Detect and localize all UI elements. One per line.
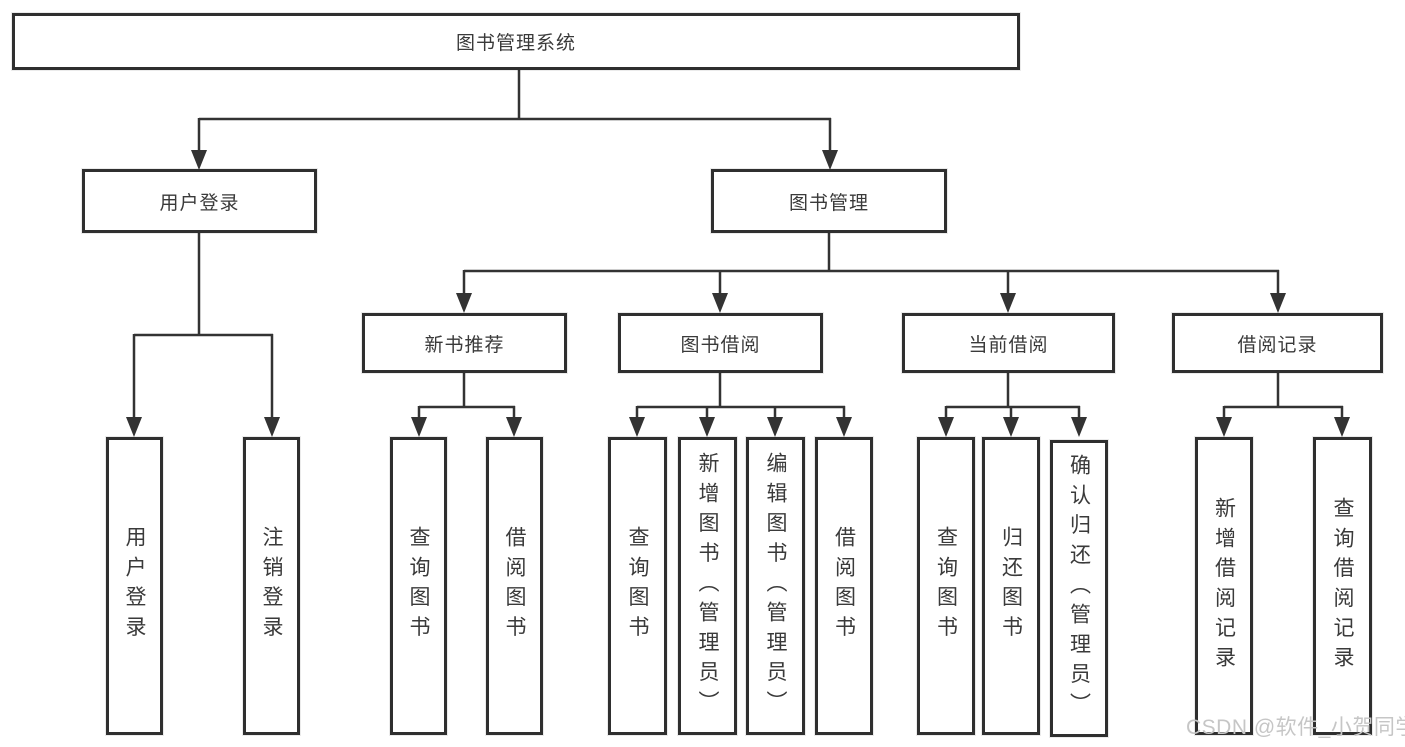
- leaf-query-books-recommend: 查询图书: [390, 437, 447, 735]
- leaf-query-books-borrowing: 查询图书: [608, 437, 667, 735]
- leaf-user-login-label: 用户登录: [123, 526, 146, 646]
- node-root-library-system: 图书管理系统: [12, 13, 1020, 70]
- leaf-query-borrow-record-label: 查询借阅记录: [1331, 496, 1354, 676]
- node-book-borrowing: 图书借阅: [618, 313, 823, 373]
- leaf-add-books-admin-label: 新增图书（管理员）: [696, 451, 719, 721]
- leaf-logout-login-label: 注销登录: [260, 526, 283, 646]
- leaf-borrow-books-recommend: 借阅图书: [486, 437, 543, 735]
- leaf-query-books-current: 查询图书: [917, 437, 975, 735]
- leaf-logout-login: 注销登录: [243, 437, 300, 735]
- leaf-add-borrow-record: 新增借阅记录: [1195, 437, 1253, 735]
- leaf-add-borrow-record-label: 新增借阅记录: [1212, 496, 1236, 676]
- node-borrowing-records-label: 借阅记录: [1237, 334, 1318, 356]
- node-new-book-recommend-label: 新书推荐: [424, 334, 505, 356]
- leaf-query-borrow-record: 查询借阅记录: [1313, 437, 1372, 735]
- leaf-borrow-books-recommend-label: 借阅图书: [503, 526, 526, 646]
- node-current-borrowing: 当前借阅: [902, 313, 1115, 373]
- node-new-book-recommend: 新书推荐: [362, 313, 567, 373]
- node-user-login-label: 用户登录: [159, 192, 240, 214]
- leaf-return-books-label: 归还图书: [999, 526, 1023, 646]
- leaf-user-login: 用户登录: [106, 437, 163, 735]
- leaf-edit-books-admin-label: 编辑图书（管理员）: [764, 451, 787, 721]
- leaf-confirm-return-admin-label: 确认归还（管理员）: [1067, 454, 1091, 723]
- leaf-query-books-recommend-label: 查询图书: [407, 526, 430, 646]
- node-borrowing-records: 借阅记录: [1172, 313, 1383, 373]
- leaf-query-books-current-label: 查询图书: [934, 526, 958, 646]
- leaf-borrow-books: 借阅图书: [815, 437, 873, 735]
- node-root-label: 图书管理系统: [455, 33, 576, 54]
- node-book-management: 图书管理: [711, 169, 947, 233]
- leaf-query-books-borrowing-label: 查询图书: [626, 526, 649, 646]
- csdn-watermark: CSDN @软件_小贺同学: [1186, 716, 1405, 739]
- leaf-confirm-return-admin: 确认归还（管理员）: [1050, 440, 1108, 737]
- leaf-borrow-books-label: 借阅图书: [832, 526, 856, 646]
- leaf-edit-books-admin: 编辑图书（管理员）: [746, 437, 805, 735]
- node-current-borrowing-label: 当前借阅: [968, 334, 1049, 356]
- node-book-borrowing-label: 图书借阅: [680, 334, 761, 356]
- leaf-return-books: 归还图书: [982, 437, 1040, 735]
- node-book-management-label: 图书管理: [788, 192, 869, 214]
- node-user-login: 用户登录: [82, 169, 317, 233]
- leaf-add-books-admin: 新增图书（管理员）: [678, 437, 737, 735]
